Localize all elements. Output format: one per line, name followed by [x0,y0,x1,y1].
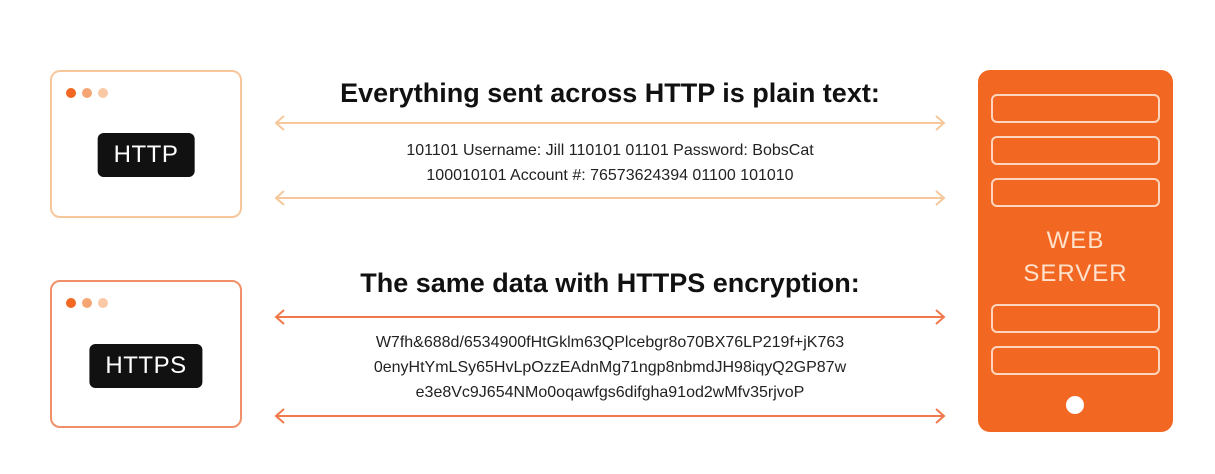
window-controls-icon [66,298,108,308]
double-headed-arrow-icon [274,115,946,131]
window-dot-icon [66,298,76,308]
web-server: WEB SERVER [978,70,1173,432]
plain-text-data: 101101 Username: Jill 110101 01101 Passw… [270,138,950,188]
double-headed-arrow-icon [274,408,946,424]
encrypted-line: W7fh&688d/6534900fHtGklm63QPlcebgr8o70BX… [375,334,845,351]
window-controls-icon [66,88,108,98]
window-dot-icon [98,88,108,98]
server-rack-slot [991,136,1160,165]
https-label: HTTPS [89,344,203,388]
plain-text-line: 100010101 Account #: 76573624394 01100 1… [426,167,794,184]
double-headed-arrow-icon [274,309,946,325]
http-label: HTTP [97,133,195,177]
server-rack-slot [991,94,1160,123]
encrypted-line: 0enyHtYmLSy65HvLpOzzEAdnMg71ngp8nbmdJH98… [373,359,847,376]
server-label-line1: WEB [1046,227,1105,254]
window-dot-icon [98,298,108,308]
encrypted-line: e3e8Vc9J654NMo0oqawfgs6difgha91od2wMfv35… [415,384,805,401]
window-dot-icon [82,298,92,308]
power-led-icon [1066,396,1084,414]
window-dot-icon [66,88,76,98]
encrypted-heading: The same data with HTTPS encryption: [360,268,860,298]
server-rack-slot [991,178,1160,207]
window-dot-icon [82,88,92,98]
https-browser-window: HTTPS [50,280,242,428]
server-label-line2: SERVER [1023,260,1128,287]
encrypted-data: W7fh&688d/6534900fHtGklm63QPlcebgr8o70BX… [270,330,950,405]
plain-text-line: 101101 Username: Jill 110101 01101 Passw… [406,142,814,159]
double-headed-arrow-icon [274,190,946,206]
plain-text-heading: Everything sent across HTTP is plain tex… [340,78,880,108]
server-rack-slot [991,304,1160,333]
server-rack-slot [991,346,1160,375]
http-browser-window: HTTP [50,70,242,218]
